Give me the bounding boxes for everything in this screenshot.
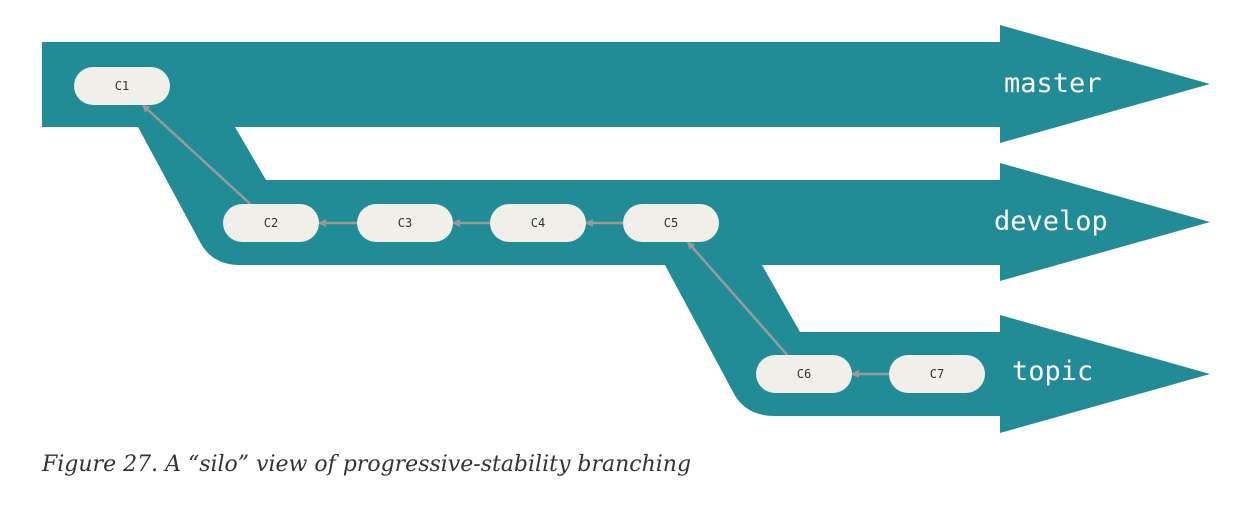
commit-label: C6 xyxy=(797,367,811,381)
commit-label: C5 xyxy=(664,216,678,230)
branch-label-topic: topic xyxy=(1012,356,1093,387)
branch-label-develop: develop xyxy=(994,206,1108,237)
commit-node-c4: C4 xyxy=(490,204,586,242)
commit-node-c2: C2 xyxy=(223,204,319,242)
branch-label-master: master xyxy=(1004,68,1102,99)
commit-node-c7: C7 xyxy=(889,355,985,393)
commit-pill xyxy=(223,204,319,242)
commit-label: C2 xyxy=(264,216,278,230)
commit-node-c1: C1 xyxy=(74,67,170,105)
commit-label: C4 xyxy=(531,216,545,230)
master-branch-arrow xyxy=(42,25,1210,143)
commit-node-c5: C5 xyxy=(623,204,719,242)
commit-pill xyxy=(74,67,170,105)
commit-label: C1 xyxy=(115,79,129,93)
commit-edges xyxy=(141,104,889,378)
commit-pill xyxy=(889,355,985,393)
commit-node-c3: C3 xyxy=(357,204,453,242)
commit-node-c6: C6 xyxy=(756,355,852,393)
commit-edge-c2-c1 xyxy=(141,104,252,205)
commit-edge-c6-c5 xyxy=(686,241,789,356)
commit-label: C7 xyxy=(930,367,944,381)
commit-pill xyxy=(490,204,586,242)
commit-pill xyxy=(357,204,453,242)
commit-label: C3 xyxy=(398,216,412,230)
topic-branch-arrow xyxy=(665,265,1210,433)
commit-pill xyxy=(623,204,719,242)
figure-caption: Figure 27. A “silo” view of progressive-… xyxy=(42,452,692,477)
commit-pill xyxy=(756,355,852,393)
